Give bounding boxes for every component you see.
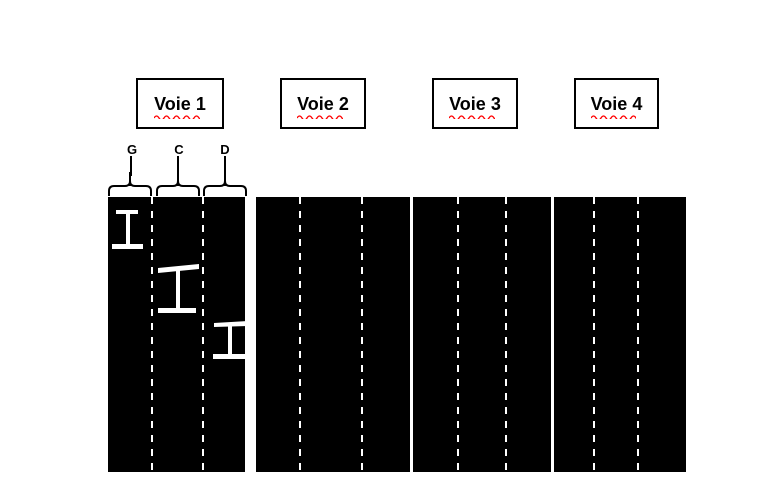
dashed-line-g-c	[151, 197, 153, 472]
dashed-line-v2-b	[361, 197, 363, 472]
spellcheck-squiggle-icon	[297, 114, 343, 119]
dashed-line-v2-a	[299, 197, 301, 472]
lane-box-voie-1[interactable]: Voie 1	[136, 78, 224, 129]
lane-box-voie-1-label: Voie 1	[154, 95, 206, 119]
dashed-line-c-d	[202, 197, 204, 472]
lane-box-voie-3-label: Voie 3	[449, 95, 501, 119]
sublane-label-g: G	[126, 142, 138, 157]
dashed-line-v3-b	[505, 197, 507, 472]
dashed-line-v4-a	[593, 197, 595, 472]
brace-stem-c	[177, 156, 179, 176]
ibeam-marker-g	[111, 208, 147, 254]
lane-box-voie-4[interactable]: Voie 4	[574, 78, 659, 129]
lane-box-voie-4-label: Voie 4	[590, 95, 642, 119]
solid-line-1b	[253, 197, 256, 472]
brace-c	[156, 172, 201, 197]
brace-stem-d	[224, 156, 226, 176]
lane-group-gap	[245, 197, 254, 472]
dashed-line-v3-a	[457, 197, 459, 472]
road-surface	[108, 197, 686, 472]
brace-d	[203, 172, 248, 197]
solid-line-2	[410, 197, 413, 472]
spellcheck-squiggle-icon	[449, 114, 495, 119]
sublane-label-d: D	[220, 142, 230, 157]
spellcheck-squiggle-icon	[154, 114, 200, 119]
ibeam-marker-d	[211, 318, 251, 364]
brace-g	[108, 172, 153, 197]
lane-box-voie-2-label: Voie 2	[297, 95, 349, 119]
brace-stem-g	[130, 156, 132, 176]
dashed-line-v4-b	[637, 197, 639, 472]
ibeam-marker-c	[155, 261, 201, 317]
sublane-label-c: C	[174, 142, 184, 157]
solid-line-3	[551, 197, 554, 472]
lane-box-voie-3[interactable]: Voie 3	[432, 78, 518, 129]
lane-box-voie-2[interactable]: Voie 2	[280, 78, 366, 129]
spellcheck-squiggle-icon	[590, 114, 637, 119]
